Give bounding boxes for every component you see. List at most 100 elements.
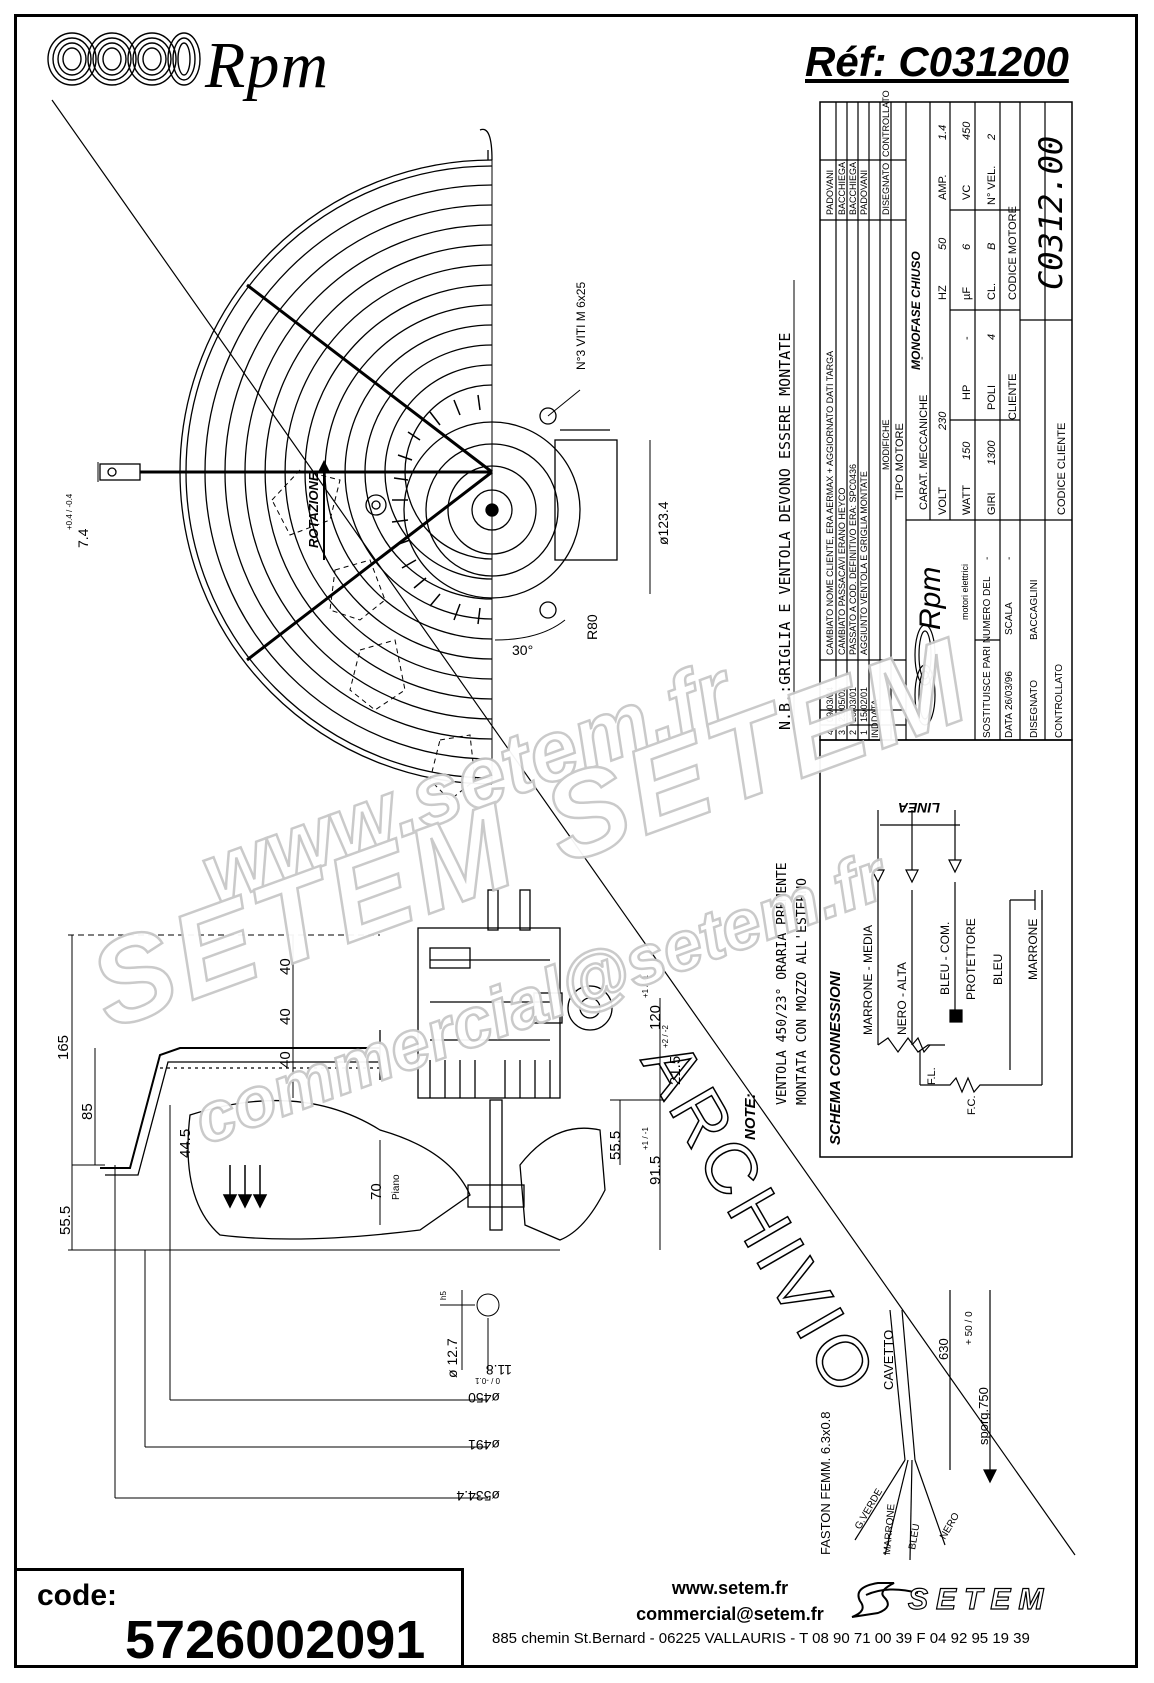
- rotation-label: ROTAZIONE: [306, 472, 321, 548]
- spec-volt-label: VOLT: [937, 487, 949, 515]
- rev-header-change: MODIFICHE: [881, 420, 891, 471]
- reference-number: Réf: C031200: [805, 38, 1069, 85]
- dim-70: 70: [368, 1183, 385, 1200]
- dim-21-5: 21.5: [667, 1056, 684, 1085]
- note-label: NOTE:: [742, 1093, 759, 1140]
- rev-change-4: CAMBIATO NOME CLIENTE, ERA AERMAX + AGGI…: [825, 351, 835, 655]
- mech-label: CARAT. MECCANICHE: [918, 395, 930, 510]
- footer-website[interactable]: www.setem.fr: [671, 1578, 789, 1598]
- screws-note: N°3 VITI M 6x25: [574, 282, 588, 370]
- footer-contact: www.setem.fr commercial@setem.fr: [540, 1575, 920, 1627]
- dim-7-4-tol: +0.4 / -0.4: [65, 493, 74, 530]
- footer-address: 885 chemin St.Bernard - 06225 VALLAURIS …: [492, 1630, 1030, 1647]
- wire-marrone: MARRONE: [1026, 919, 1040, 980]
- spec-uf-value: 6: [961, 243, 973, 250]
- dim-shaft-d12-7: ø 12.7: [444, 1338, 460, 1378]
- drawn-label: DISEGNATO: [1029, 680, 1040, 738]
- rev-ind-2: 2: [848, 730, 858, 735]
- spec-cl-label: CL.: [986, 283, 998, 300]
- rev-drawn-1: PADOVANI: [859, 170, 869, 215]
- brand-name: Rpm: [205, 29, 329, 102]
- rev-date-3: 23/05/02: [837, 687, 847, 722]
- wire-protettore: PROTETTORE: [964, 918, 978, 1000]
- wiring-title: SCHEMA CONNESSIONI: [827, 971, 844, 1145]
- setem-logo: SETEM: [848, 1573, 1118, 1628]
- dim-21-5-tol: +2 / -2: [661, 1025, 670, 1048]
- rev-drawn-3: BACCHIEGA: [837, 162, 847, 215]
- cable-label: CAVETTO: [881, 1330, 896, 1390]
- nb-note: N.B.:GRIGLIA E VENTOLA DEVONO ESSERE MON…: [776, 333, 794, 730]
- dim-d491: ø491: [468, 1437, 500, 1453]
- scale-label: SCALA: [1004, 602, 1015, 635]
- dim-120: 120: [647, 1005, 664, 1030]
- rev-change-2: PASSATO A COD. DEFINITIVO ERA: SPC0436: [848, 464, 858, 655]
- spec-amp-value: 1.4: [937, 125, 949, 140]
- dim-11-8-tol: 0 / -0.1: [475, 1376, 500, 1385]
- wire-bleu-com: BLEU - COM.: [938, 922, 952, 995]
- wire-fc: F.C.: [966, 1095, 978, 1115]
- spec-nvel-value: 2: [986, 134, 998, 141]
- dim-120-tol: +1 / -1: [641, 975, 650, 998]
- date-label: DATA: [1004, 712, 1015, 738]
- spec-cl-value: B: [986, 243, 998, 250]
- cable-marrone: MARRONE: [882, 1503, 897, 1555]
- rev-header-date: DATA: [870, 699, 880, 722]
- wiring-line-label: LINEA: [898, 800, 940, 816]
- motor-code-label: CODICE MOTORE: [1007, 206, 1019, 300]
- spec-vc-label: VC: [961, 185, 973, 200]
- title-block-logo: Rpm motori elettrici: [914, 564, 970, 726]
- dim-165: 165: [55, 1035, 72, 1060]
- setem-logo-text: SETEM: [908, 1583, 1051, 1616]
- fan-note-2: MONTATA CON MOZZO ALL'ESTERNO: [795, 878, 810, 1105]
- rev-drawn-4: PADOVANI: [825, 170, 835, 215]
- dim-85: 85: [79, 1103, 96, 1120]
- title-block-company: Rpm: [914, 567, 947, 630]
- spec-vc-value: 450: [961, 121, 973, 140]
- checked-label: CONTROLLATO: [1054, 664, 1065, 738]
- rev-header-drawn: DISEGNATO: [881, 163, 891, 215]
- fan-note-1: VENTOLA 450/23° ORARIA PREMENTE: [775, 862, 790, 1105]
- title-block-company-sub: motori elettrici: [960, 564, 970, 620]
- dim-40-a: 40: [277, 958, 294, 975]
- title-block: [819, 101, 1073, 741]
- cable-bleu: BLEU: [907, 1523, 922, 1551]
- rpm-coil-logo: [47, 32, 201, 86]
- dim-40-c: 40: [277, 1051, 294, 1068]
- rev-date-2: 20/03/01: [848, 687, 858, 722]
- dim-55-5-right: 55.5: [607, 1131, 624, 1160]
- cable-gverde: G.VERDE: [853, 1487, 885, 1532]
- spec-uf-label: µF: [961, 287, 973, 300]
- dim-91-5-tol: +1 / -1: [641, 1127, 650, 1150]
- fan-grille: [99, 128, 493, 785]
- client-code-label: CODICE CLIENTE: [1056, 423, 1068, 515]
- spec-watt-label: WATT: [961, 485, 973, 515]
- client-label: CLIENTE: [1007, 374, 1019, 420]
- date-value: 26/03/96: [1004, 671, 1015, 710]
- footer-email[interactable]: commercial@setem.fr: [636, 1604, 824, 1624]
- dim-91-5: 91.5: [647, 1156, 664, 1185]
- spec-watt-value: 150: [961, 441, 973, 460]
- faston-label: FASTON FEMM. 6.3x0.8: [818, 1411, 833, 1555]
- drawing-frame: [14, 14, 1138, 1668]
- spec-poli-label: POLI: [986, 385, 998, 410]
- code-value: 5726002091: [125, 1610, 426, 1670]
- spec-hp-value: -: [961, 336, 973, 340]
- motor-front-view: [365, 407, 618, 619]
- rev-date-4: 09/03/04: [825, 687, 835, 722]
- rev-change-1: AGGIUNTO VENTOLA E GRIGLIA MONTATE: [859, 471, 869, 655]
- watermark: www.setem.fr SETEM SETEM commercial@sete…: [72, 611, 991, 1161]
- dim-44-5: 44.5: [177, 1129, 194, 1158]
- diagonal-line: [51, 99, 1076, 1556]
- drawn-value: BACCAGLINI: [1029, 579, 1040, 640]
- motor-type-value: MONOFASE CHIUSO: [909, 251, 923, 370]
- code-box: code: 5726002091: [14, 1568, 464, 1670]
- spec-nvel-label: N° VEL.: [986, 166, 998, 205]
- dim-angle-30: 30°: [512, 642, 533, 658]
- cable-sporg: sporg.750: [976, 1387, 991, 1445]
- rev-ind-4: 4: [825, 730, 835, 735]
- rev-header-ind: IND: [870, 722, 880, 738]
- spec-volt-value: 230: [937, 411, 949, 431]
- rev-change-3: CAMBIATO PASSACAVI ERANO HEYCO: [837, 488, 847, 655]
- cable-length: 630: [936, 1338, 951, 1360]
- replaces-label: SOSTITUISCE PARI NUMERO DEL: [982, 576, 993, 738]
